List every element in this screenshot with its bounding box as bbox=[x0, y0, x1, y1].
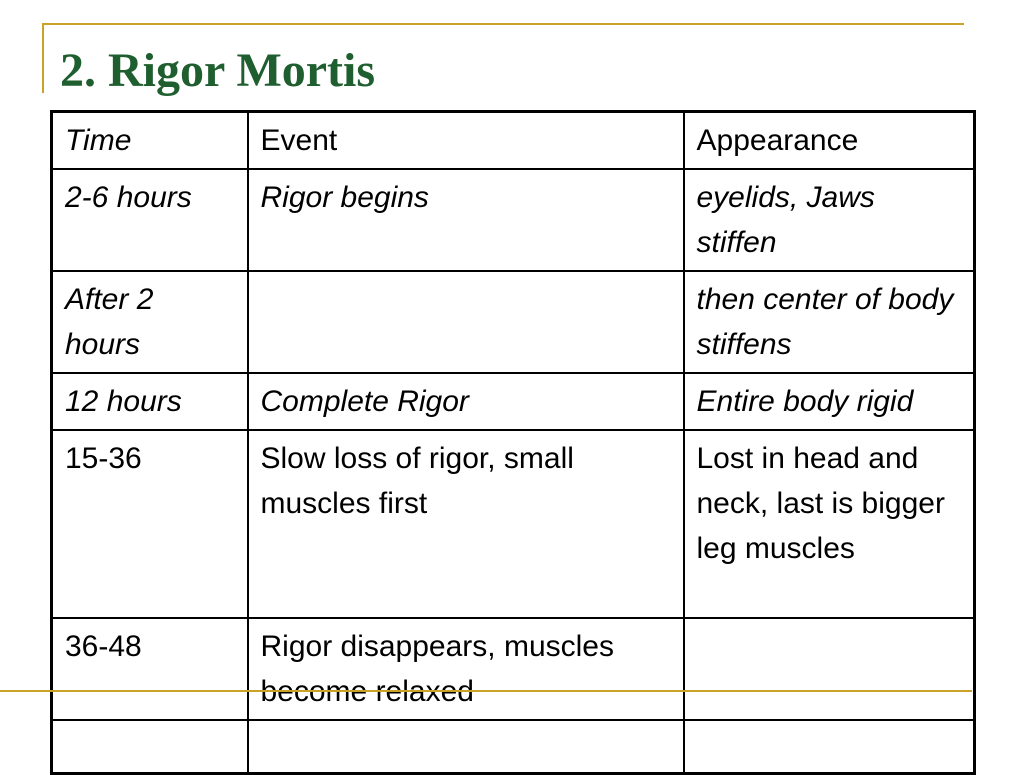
table-row: After 2 hours then center of body stiffe… bbox=[50, 270, 976, 374]
time-cell bbox=[50, 719, 249, 775]
appearance-cell: Entire body rigid bbox=[682, 372, 976, 431]
table-header-row: Time Event Appearance bbox=[50, 110, 976, 170]
event-cell: Slow loss of rigor, small muscles first bbox=[246, 429, 685, 619]
left-accent-line bbox=[42, 23, 44, 93]
top-accent-line bbox=[42, 23, 964, 25]
table-row: 12 hours Complete Rigor Entire body rigi… bbox=[50, 372, 976, 431]
time-cell: 12 hours bbox=[50, 372, 249, 431]
time-cell: 2-6 hours bbox=[50, 168, 249, 272]
header-time: Time bbox=[50, 110, 249, 170]
appearance-cell bbox=[682, 719, 976, 775]
event-cell bbox=[246, 719, 685, 775]
table-row: 2-6 hours Rigor begins eyelids, Jaws sti… bbox=[50, 168, 976, 272]
time-cell: 36-48 bbox=[50, 617, 249, 721]
event-cell: Rigor disappears, muscles become relaxed bbox=[246, 617, 685, 721]
event-cell bbox=[246, 270, 685, 374]
appearance-cell: Lost in head and neck, last is bigger le… bbox=[682, 429, 976, 619]
header-appearance: Appearance bbox=[682, 110, 976, 170]
event-cell: Complete Rigor bbox=[246, 372, 685, 431]
header-event: Event bbox=[246, 110, 685, 170]
table-row: 36-48 Rigor disappears, muscles become r… bbox=[50, 617, 976, 721]
bottom-accent-line bbox=[0, 690, 972, 692]
appearance-cell bbox=[682, 617, 976, 721]
time-cell: After 2 hours bbox=[50, 270, 249, 374]
slide-title: 2. Rigor Mortis bbox=[60, 44, 376, 97]
time-cell: 15-36 bbox=[50, 429, 249, 619]
appearance-cell: then center of body stiffens bbox=[682, 270, 976, 374]
event-cell: Rigor begins bbox=[246, 168, 685, 272]
rigor-mortis-table: Time Event Appearance 2-6 hours Rigor be… bbox=[50, 110, 976, 775]
table-row: 15-36 Slow loss of rigor, small muscles … bbox=[50, 429, 976, 619]
appearance-cell: eyelids, Jaws stiffen bbox=[682, 168, 976, 272]
table-row bbox=[50, 719, 976, 775]
